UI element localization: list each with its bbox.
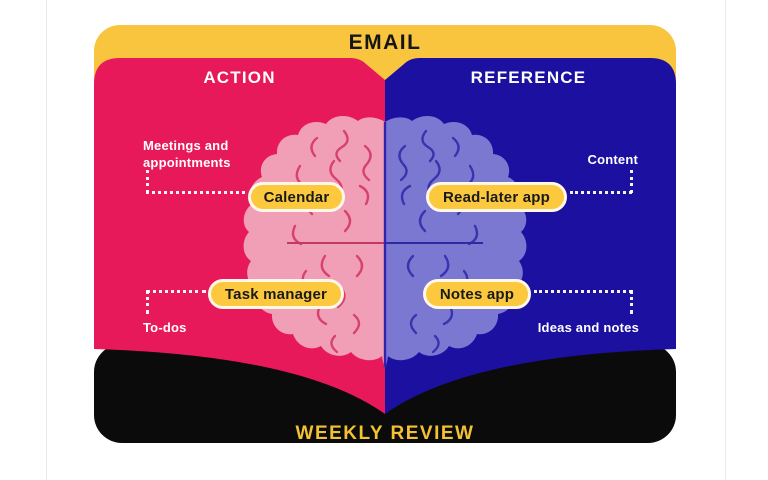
todos-connector-vertical [146, 290, 149, 314]
action-panel-label: ACTION [203, 68, 276, 87]
brain-illustration [243, 115, 527, 367]
content-connector-horizontal [570, 191, 632, 194]
content-note: Content [587, 152, 638, 167]
ideas-connector-vertical [630, 290, 633, 314]
ideas-connector-horizontal [534, 290, 632, 293]
weekly-review-label: WEEKLY REVIEW [295, 423, 475, 444]
page-border-left [46, 0, 47, 480]
content-connector-vertical [630, 170, 633, 193]
calendar-pill: Calendar [248, 182, 345, 212]
meetings-connector-vertical [146, 170, 149, 193]
read-later-app-pill: Read-later app [426, 182, 567, 212]
email-brain-diagram [94, 25, 676, 443]
todos-note: To-dos [143, 320, 187, 335]
notes-app-pill: Notes app [423, 279, 531, 309]
todos-connector-horizontal [146, 290, 206, 293]
diagram-title: EMAIL [348, 31, 422, 54]
ideas-note: Ideas and notes [537, 320, 639, 335]
meetings-note-line1: Meetings and [143, 138, 229, 153]
reference-panel-label: REFERENCE [470, 68, 587, 87]
meetings-connector-horizontal [146, 191, 245, 194]
page-border-right [725, 0, 726, 480]
meetings-note-line2: appointments [143, 155, 231, 170]
task-manager-pill: Task manager [208, 279, 344, 309]
meetings-note: Meetings and appointments [143, 137, 231, 171]
